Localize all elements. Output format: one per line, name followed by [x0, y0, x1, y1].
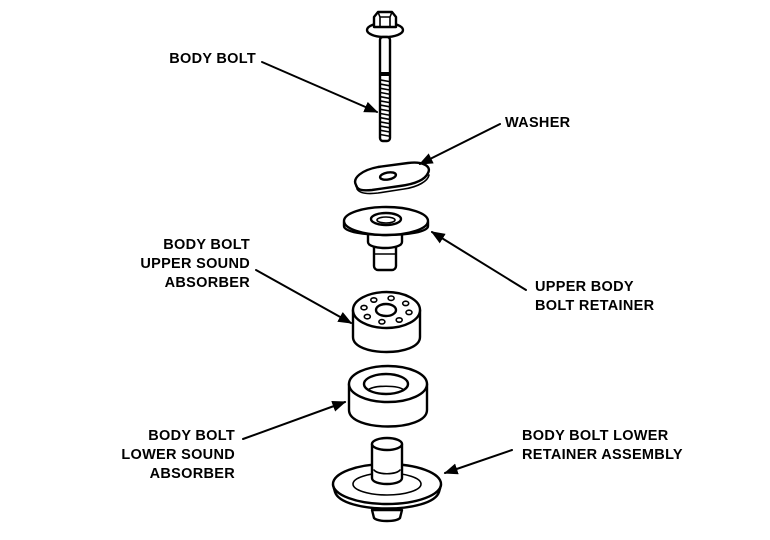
label-upper-sound-absorber: BODY BOLT UPPER SOUND ABSORBER: [120, 236, 250, 293]
absorber-hole: [369, 296, 378, 303]
bolt-thread: [380, 104, 390, 108]
absorber-hole: [387, 295, 395, 302]
absorber-hole: [378, 318, 386, 325]
label-line: LOWER SOUND: [121, 447, 235, 463]
label-line: BOLT RETAINER: [535, 298, 655, 314]
absorber-hole: [395, 316, 404, 323]
label-line: WASHER: [505, 115, 571, 131]
upper-sound-absorber-part: [351, 290, 422, 354]
absorber-hole: [360, 304, 368, 311]
leader-line-lower-absorber: [242, 401, 347, 440]
bolt-thread: [380, 117, 390, 121]
bolt-thread: [380, 108, 390, 112]
leader-line-upper-absorber: [255, 269, 353, 324]
bolt-thread: [380, 121, 390, 125]
label-line: BODY BOLT LOWER: [522, 428, 669, 444]
bolt-thread: [380, 125, 390, 129]
leader-line-washer: [418, 123, 501, 165]
bolt-thread: [380, 79, 390, 83]
bolt-thread: [380, 133, 390, 137]
label-body-bolt: BODY BOLT: [150, 50, 256, 69]
leader-line-lower-retainer: [443, 449, 513, 475]
bolt-thread: [380, 87, 390, 91]
absorber-hole: [405, 309, 413, 316]
lower-retainer-assembly-part: [331, 436, 443, 523]
upper-body-bolt-retainer-part: [342, 205, 430, 272]
bolt-thread: [380, 83, 390, 87]
label-line: UPPER SOUND: [140, 256, 250, 272]
leader-line-body-bolt: [261, 61, 379, 113]
label-lower-sound-absorber: BODY BOLT LOWER SOUND ABSORBER: [105, 427, 235, 484]
label-line: BODY BOLT: [169, 51, 256, 67]
label-washer: WASHER: [505, 114, 570, 133]
washer-part: [353, 161, 431, 195]
bolt-thread: [380, 129, 390, 133]
label-line: ABSORBER: [164, 275, 250, 291]
bolt-thread: [380, 96, 390, 100]
label-line: ABSORBER: [149, 466, 235, 482]
label-line: BODY BOLT: [163, 237, 250, 253]
absorber-hole: [401, 300, 410, 307]
bolt-thread: [380, 112, 390, 116]
lower-sound-absorber-part: [347, 364, 429, 428]
bolt-thread: [380, 91, 390, 95]
bolt-thread: [380, 100, 390, 104]
label-line: UPPER BODY: [535, 279, 634, 295]
body-bolt-part: [365, 10, 405, 143]
label-line: RETAINER ASSEMBLY: [522, 447, 683, 463]
label-lower-retainer-assembly: BODY BOLT LOWER RETAINER ASSEMBLY: [522, 427, 683, 465]
label-upper-body-bolt-retainer: UPPER BODY BOLT RETAINER: [535, 278, 654, 316]
leader-line-upper-retainer: [430, 231, 527, 291]
absorber-hole: [363, 313, 372, 320]
label-line: BODY BOLT: [148, 428, 235, 444]
